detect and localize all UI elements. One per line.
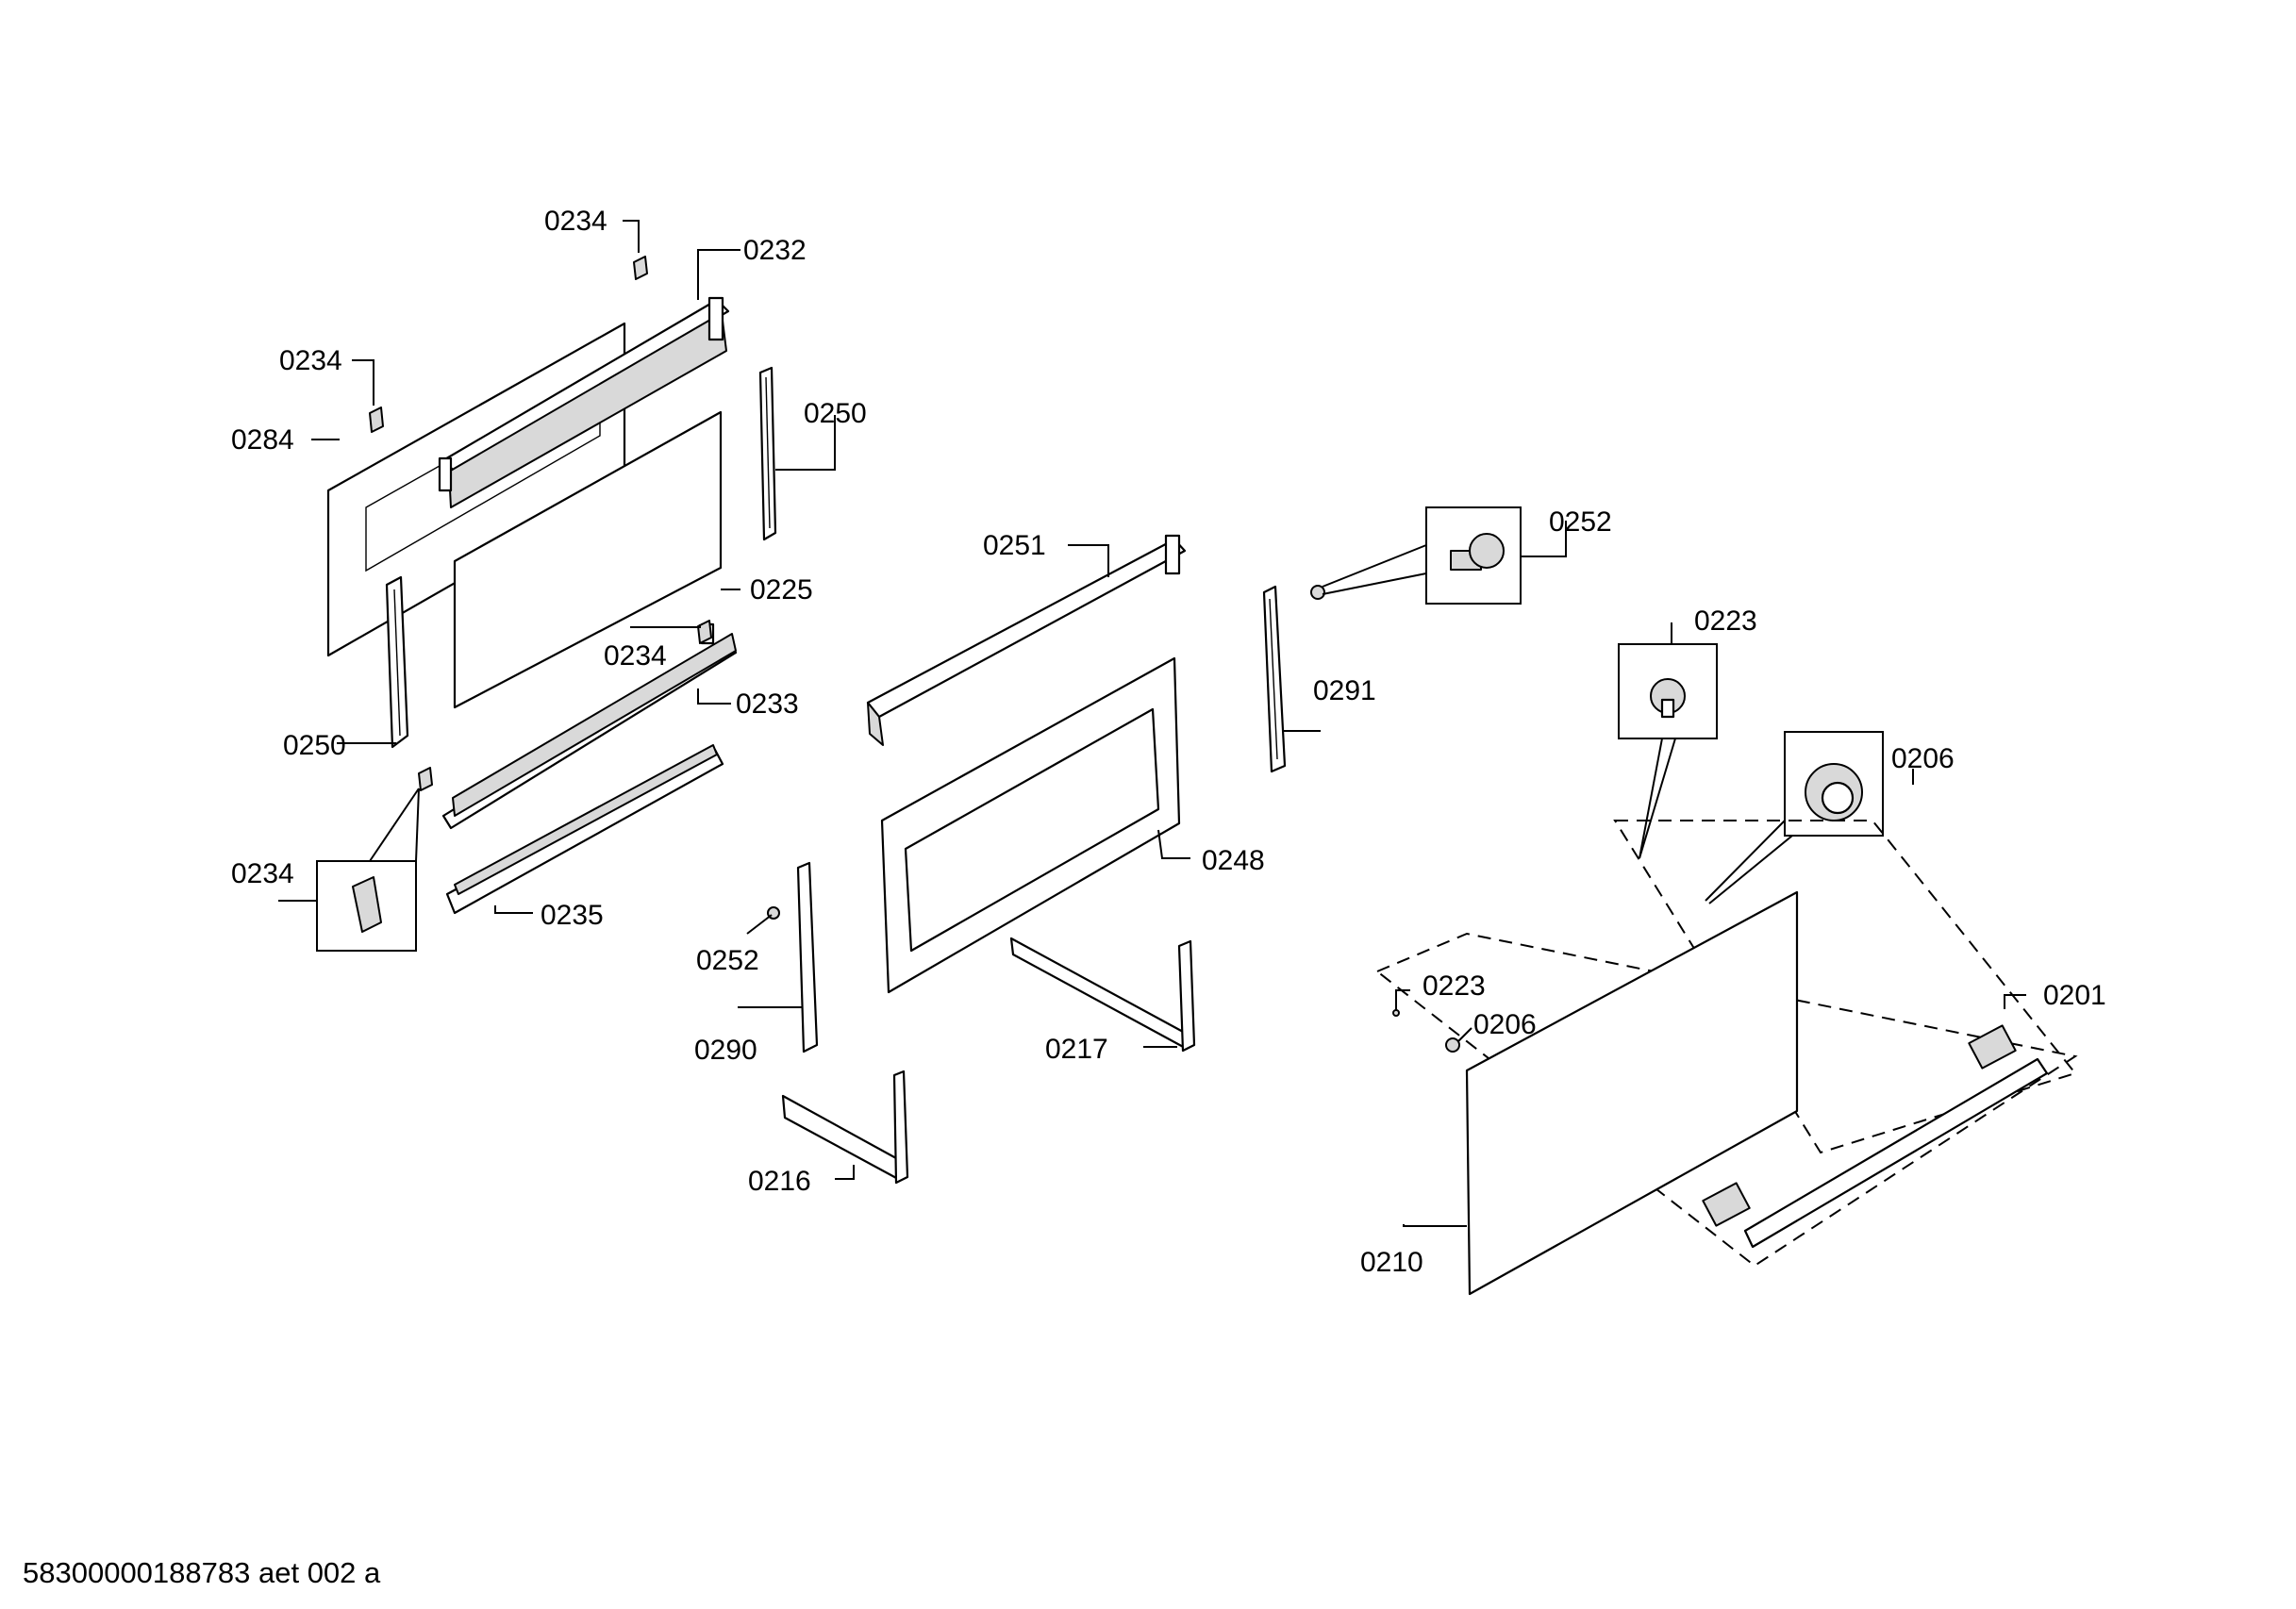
label-0234-a: 0234 bbox=[544, 206, 607, 237]
part-0250-side-profile-left bbox=[385, 575, 409, 749]
part-0252-screw bbox=[1310, 585, 1325, 600]
label-0232: 0232 bbox=[743, 235, 807, 266]
label-0210: 0210 bbox=[1360, 1247, 1423, 1278]
label-0250-b: 0250 bbox=[283, 730, 346, 761]
part-0216-hinge-left bbox=[781, 1070, 909, 1185]
part-0233-bottom-rail bbox=[441, 622, 738, 830]
part-0210-panel-plate bbox=[1465, 890, 1799, 1296]
label-0234-b: 0234 bbox=[279, 345, 342, 376]
label-0206-a: 0206 bbox=[1891, 743, 1955, 774]
label-0252-b: 0252 bbox=[1549, 506, 1612, 538]
part-0217-hinge-right bbox=[1009, 937, 1196, 1053]
part-0206-knob-small bbox=[1445, 1037, 1460, 1053]
part-0251-top-profile bbox=[866, 534, 1187, 746]
label-0252-a: 0252 bbox=[696, 945, 759, 976]
label-0250-a: 0250 bbox=[804, 398, 867, 429]
label-0233: 0233 bbox=[736, 688, 799, 720]
part-0234-clip-mid bbox=[697, 620, 712, 644]
label-0291: 0291 bbox=[1313, 675, 1376, 706]
part-0291-side-profile bbox=[1262, 585, 1287, 773]
document-id: 58300000188783 aet 002 a bbox=[23, 1556, 381, 1589]
part-0225-inner-glass bbox=[453, 410, 723, 709]
label-0251: 0251 bbox=[983, 530, 1046, 561]
label-0234-c: 0234 bbox=[604, 640, 667, 672]
part-0234-clip-top bbox=[633, 256, 648, 280]
part-0290-side-bracket bbox=[796, 861, 819, 1053]
label-0216: 0216 bbox=[748, 1166, 811, 1197]
part-0234-clip-small bbox=[418, 767, 433, 791]
label-0284: 0284 bbox=[231, 424, 294, 456]
detail-box-0223 bbox=[1618, 643, 1718, 739]
label-0206-b: 0206 bbox=[1473, 1009, 1537, 1040]
detail-box-0206 bbox=[1784, 731, 1884, 837]
part-0201-rail bbox=[1702, 1024, 2049, 1249]
part-0232-top-rail bbox=[438, 296, 730, 508]
label-0223-b: 0223 bbox=[1423, 970, 1486, 1002]
label-0217: 0217 bbox=[1045, 1034, 1108, 1065]
label-0248: 0248 bbox=[1202, 845, 1265, 876]
part-0250-side-profile-right bbox=[758, 366, 777, 541]
callout-labels: 0234 0232 0234 0284 0250 0225 0234 0233 … bbox=[231, 206, 2106, 1278]
leader-lines bbox=[278, 220, 2026, 1227]
detail-box-0252 bbox=[1425, 506, 1522, 605]
part-0248-inner-frame bbox=[880, 656, 1181, 994]
part-0234-clip-left bbox=[369, 406, 384, 433]
label-0201: 0201 bbox=[2043, 980, 2106, 1011]
part-0235-handle-strip bbox=[445, 744, 724, 915]
label-0234-d: 0234 bbox=[231, 858, 294, 889]
label-0225: 0225 bbox=[750, 574, 813, 605]
label-0235: 0235 bbox=[541, 900, 604, 931]
detail-box-0234 bbox=[316, 860, 417, 952]
label-0290: 0290 bbox=[694, 1035, 757, 1066]
label-0223-a: 0223 bbox=[1694, 605, 1757, 637]
